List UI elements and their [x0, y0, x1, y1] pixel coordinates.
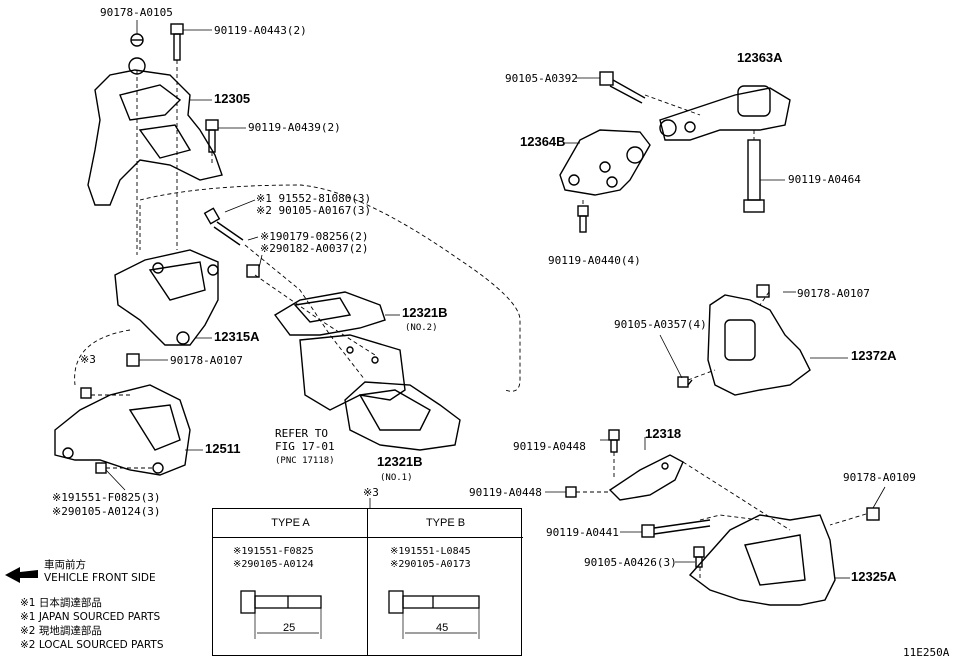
label-note3-table: ※3 [363, 486, 379, 499]
insulator-12321b-no1 [344, 381, 461, 451]
type-a-header: TYPE A [213, 509, 368, 538]
dashed-lines [74, 60, 867, 578]
label-90119-a0439: 90119-A0439(2) [248, 121, 341, 134]
type-a-length: 25 [283, 622, 296, 634]
nut-a0107-left [126, 353, 140, 367]
bracket-12315a-drawing [114, 249, 219, 346]
bracket-12364b-drawing [559, 129, 651, 196]
nut-a0037 [246, 264, 260, 278]
label-no1: (NO.1) [380, 473, 413, 483]
bracket-refer-drawing [299, 334, 406, 411]
mount-12372a-drawing [707, 294, 811, 396]
label-90178-a0109: 90178-A0109 [843, 471, 916, 484]
bolt-bottom-12511 [95, 462, 107, 474]
bolt-a0357 [677, 376, 693, 388]
bolt-a0439 [205, 119, 219, 153]
legend-2-en: ※2 LOCAL SOURCED PARTS [20, 639, 164, 651]
legend-front-en: VEHICLE FRONT SIDE [44, 572, 156, 584]
bolt-a0448-mid [565, 486, 577, 498]
label-12321b-no2: 12321B [402, 305, 448, 320]
legend-2-jp: ※2 現地調達部品 [20, 625, 102, 637]
bolt-top-12511 [80, 387, 92, 399]
legend-1-jp: ※1 日本調達部品 [20, 597, 102, 609]
type-b-length: 45 [436, 622, 449, 634]
label-90178-a0105: 90178-A0105 [100, 6, 173, 19]
type-table: TYPE A TYPE B ※191551-F0825 ※290105-A012… [212, 508, 523, 656]
label-12511: 12511 [205, 441, 241, 456]
label-12305: 12305 [214, 91, 251, 106]
bracket-12318-drawing [608, 454, 684, 501]
label-12364b: 12364B [520, 134, 566, 149]
label-90178-a0107-right: 90178-A0107 [797, 287, 870, 300]
label-90119-a0441: 90119-A0441 [546, 526, 619, 539]
bolt-drawings [240, 590, 480, 639]
label-90105-a0426: 90105-A0426(3) [584, 556, 677, 569]
label-91551-f0825-left: ※191551-F0825(3) [52, 491, 161, 504]
type-a-part-2: ※290105-A0124 [233, 559, 314, 570]
legend-1-en: ※1 JAPAN SOURCED PARTS [20, 611, 161, 623]
label-90119-a0448-mid: 90119-A0448 [469, 486, 542, 499]
label-fig: FIG 17-01 [275, 440, 335, 453]
type-b-part-2: ※290105-A0173 [390, 559, 471, 570]
type-b-part-1: ※191551-L0845 [390, 546, 471, 557]
torque-rod-12363a-drawing [659, 85, 791, 141]
bolt-a0392 [599, 71, 646, 104]
label-91552-81080: ※1 91552-81080(3) [256, 192, 372, 205]
label-90119-a0448-top: 90119-A0448 [513, 440, 586, 453]
label-90105-a0392: 90105-A0392 [505, 72, 578, 85]
table-divider [367, 509, 368, 655]
bolt-a0441 [641, 519, 711, 538]
label-90105-a0167: ※2 90105-A0167(3) [256, 204, 372, 217]
label-90178-a0107-left: 90178-A0107 [170, 354, 243, 367]
label-90105-a0357: 90105-A0357(4) [614, 318, 707, 331]
label-12325a: 12325A [851, 569, 897, 584]
label-12315a: 12315A [214, 329, 260, 344]
legend-front-jp: 車両前方 [44, 559, 86, 571]
nut-a0109 [866, 507, 880, 521]
label-90105-a0124-left: ※290105-A0124(3) [52, 505, 161, 518]
bolt-a0448-top [608, 429, 620, 453]
label-note3-left: ※3 [80, 353, 96, 366]
front-arrow [5, 567, 38, 583]
bolt-81080 [203, 207, 244, 246]
insulator-12321b-no2 [273, 291, 386, 336]
bolt-a0440 [577, 205, 589, 233]
label-90119-a0440: 90119-A0440(4) [548, 254, 641, 267]
label-12321b-no1: 12321B [377, 454, 423, 469]
bolt-a0464 [743, 139, 765, 213]
illustration-code: 11E250A [903, 646, 950, 659]
label-90179-08256: ※190179-08256(2) [260, 230, 369, 243]
nut-a0107-right [756, 284, 770, 298]
label-12363a: 12363A [737, 50, 783, 65]
bracket-12305-drawing [87, 33, 223, 206]
label-no2: (NO.2) [405, 323, 438, 333]
leader-lines [105, 20, 886, 579]
label-90119-a0464: 90119-A0464 [788, 173, 861, 186]
bracket-12325a-drawing [688, 514, 836, 606]
bolt-a0443 [170, 23, 184, 61]
type-a-part-1: ※191551-F0825 [233, 546, 314, 557]
label-12318: 12318 [645, 426, 682, 441]
bracket-12511-drawing [54, 384, 191, 476]
label-pnc: (PNC 17118) [275, 456, 335, 466]
type-b-header: TYPE B [368, 509, 523, 538]
label-refer-to: REFER TO [275, 427, 328, 440]
label-90119-a0443: 90119-A0443(2) [214, 24, 307, 37]
label-90182-a0037: ※290182-A0037(2) [260, 242, 369, 255]
label-12372a: 12372A [851, 348, 897, 363]
